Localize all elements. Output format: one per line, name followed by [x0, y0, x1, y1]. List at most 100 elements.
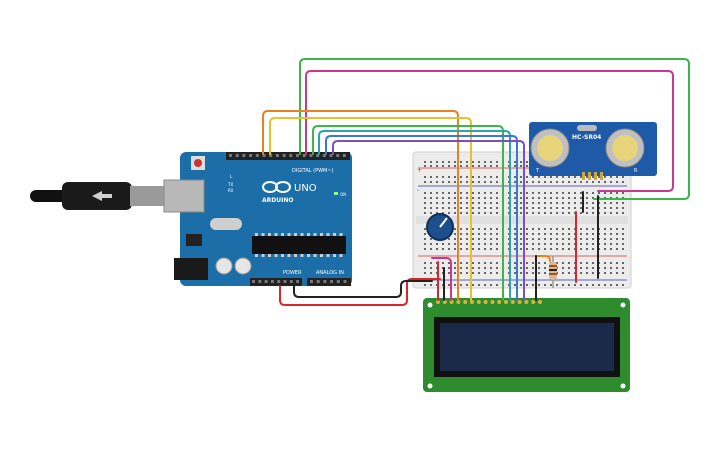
lcd-pin [531, 300, 536, 304]
rail-hole [454, 262, 456, 264]
terminal-hole [616, 202, 618, 204]
chip-pin [268, 254, 271, 257]
chip-pin [313, 233, 317, 236]
terminal-hole [580, 212, 582, 214]
terminal-hole [610, 212, 612, 214]
terminal-hole [544, 202, 546, 204]
digital-pin-hole [269, 154, 273, 157]
rail-hole [520, 176, 522, 178]
rail-hole [478, 262, 480, 264]
rail-hole [496, 262, 498, 264]
terminal-hole [514, 233, 516, 235]
terminal-hole [424, 243, 426, 245]
chip-pin [281, 254, 284, 257]
analog-header[interactable] [307, 278, 351, 286]
rail-hole [562, 181, 564, 183]
terminal-hole [472, 248, 474, 250]
lcd-pin [504, 300, 508, 304]
lcd-pin [442, 300, 447, 304]
terminal-hole [610, 238, 612, 240]
terminal-hole [544, 243, 546, 245]
rail-hole [562, 267, 564, 269]
potentiometer-knob-icon[interactable] [439, 217, 448, 228]
terminal-hole [622, 233, 624, 235]
sensor-transducer-left-mesh [537, 135, 563, 161]
terminal-hole [526, 238, 528, 240]
arduino-logo [262, 181, 291, 193]
terminal-hole [526, 212, 528, 214]
terminal-hole [604, 228, 606, 230]
terminal-hole [478, 192, 480, 194]
rail-hole [562, 262, 564, 264]
sensor-transducer-right-mesh [612, 135, 638, 161]
terminal-hole [544, 192, 546, 194]
rail-hole [604, 176, 606, 178]
resistor[interactable] [549, 256, 557, 288]
rail-hole [532, 267, 534, 269]
terminal-hole [472, 238, 474, 240]
rail-hole [544, 284, 546, 286]
rail-hole [520, 272, 522, 274]
rail-hole [544, 262, 546, 264]
terminal-hole [454, 243, 456, 245]
rail-hole [478, 176, 480, 178]
rail-hole [466, 284, 468, 286]
chip-pin [261, 254, 265, 257]
lcd-mount-hole-tr [620, 302, 626, 308]
power-header[interactable] [250, 278, 302, 286]
terminal-hole [580, 243, 582, 245]
terminal-hole [424, 233, 426, 235]
rail-hole [466, 165, 468, 167]
terminal-hole [430, 212, 432, 214]
terminal-hole [562, 212, 564, 214]
terminal-hole [562, 238, 564, 240]
terminal-hole [550, 248, 552, 250]
rail-hole [460, 161, 462, 163]
terminal-hole [490, 202, 492, 204]
digital-pin-hole [316, 154, 320, 157]
terminal-hole [436, 192, 438, 194]
lcd-16x2[interactable] [423, 298, 630, 392]
analog-pin-hole [323, 280, 327, 283]
terminal-hole [466, 202, 468, 204]
arduino-uno[interactable]: UNO ARDUINO DIGITAL (PWM~) POWER ANALOG … [163, 152, 352, 286]
rail-hole [514, 272, 516, 274]
rail-hole [526, 181, 528, 183]
terminal-hole [616, 233, 618, 235]
power-pin-hole [258, 280, 262, 283]
rail-hole [496, 284, 498, 286]
terminal-hole [496, 228, 498, 230]
hc-sr04-sensor[interactable]: HC-SR04 T R [529, 122, 657, 180]
wire-purple-lcd [332, 140, 525, 301]
analog-pin-hole [310, 280, 313, 283]
terminal-hole [520, 212, 522, 214]
power-pin-hole [289, 280, 293, 283]
rail-hole [514, 176, 516, 178]
rail-hole [538, 272, 540, 274]
reset-button-cap[interactable] [194, 159, 202, 167]
digital-header[interactable] [226, 152, 350, 160]
terminal-hole [592, 233, 594, 235]
rail-hole [526, 272, 528, 274]
sensor-pin [588, 172, 591, 180]
terminal-hole [466, 248, 468, 250]
terminal-hole [562, 233, 564, 235]
terminal-hole [496, 243, 498, 245]
terminal-hole [460, 228, 462, 230]
rail-hole [544, 267, 546, 269]
terminal-hole [574, 197, 576, 199]
wire-orange-resistor [535, 255, 551, 262]
rail-hole [586, 176, 588, 178]
rail-hole [622, 176, 624, 178]
terminal-hole [604, 212, 606, 214]
terminal-hole [478, 207, 480, 209]
lcd-screen [440, 323, 614, 371]
power-pin-hole [296, 280, 300, 283]
rail-hole [520, 284, 522, 286]
rail-hole [496, 165, 498, 167]
terminal-hole [490, 243, 492, 245]
terminal-hole [430, 192, 432, 194]
terminal-hole [550, 233, 552, 235]
digital-header-holes [229, 154, 346, 157]
rail-hole [574, 176, 576, 178]
